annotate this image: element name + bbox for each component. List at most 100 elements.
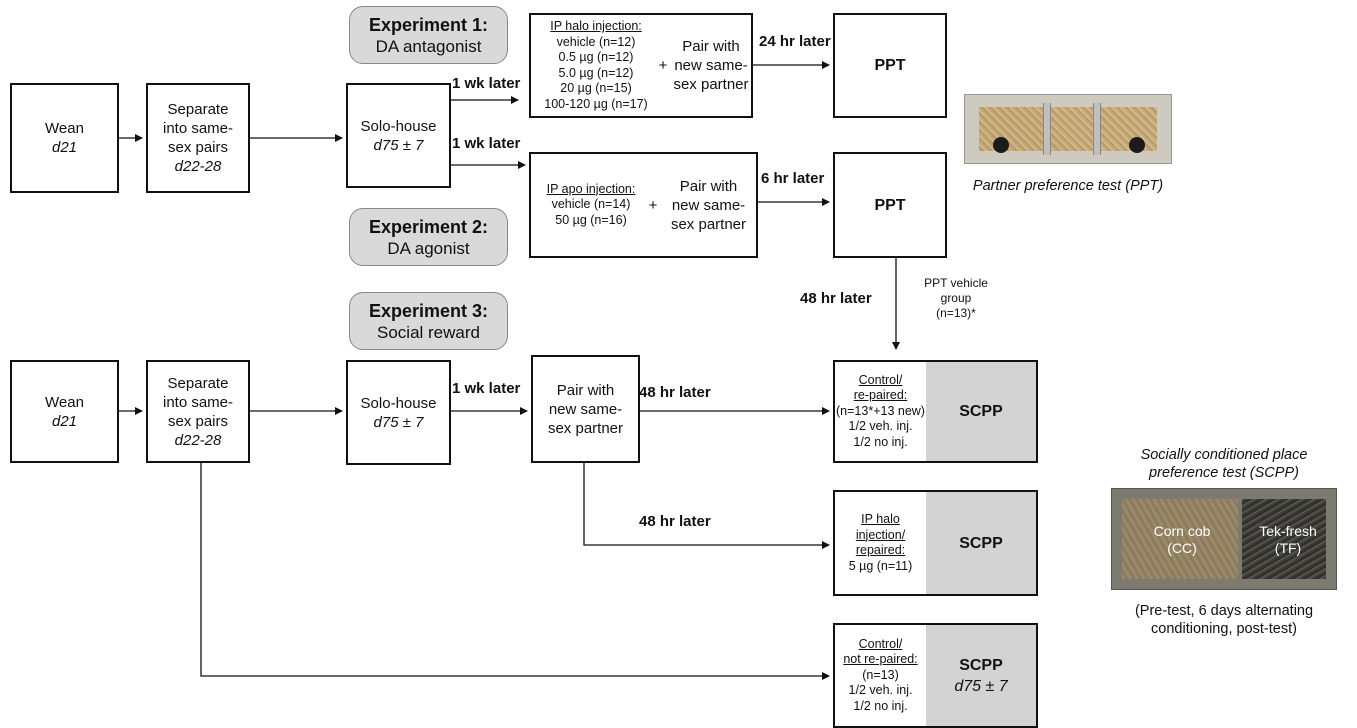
solo-house-label: Solo-house bbox=[360, 117, 437, 135]
protocol-caption-line: (Pre-test, 6 days alternating bbox=[1134, 603, 1314, 619]
scpp-header: not re-paired: bbox=[843, 652, 918, 667]
24-hr-later-label: 24 hr later bbox=[759, 33, 831, 50]
ppt-box-1: PPT bbox=[833, 13, 947, 118]
experiment-3-subtitle: Social reward bbox=[377, 322, 480, 342]
ppt-vehicle-line: PPT vehicle bbox=[924, 276, 988, 290]
scpp-header: Control/ bbox=[858, 372, 903, 387]
scpp-label: SCPP bbox=[959, 656, 1003, 674]
scpp-condition: IP halo injection/ repaired: 5 µg (n=11) bbox=[835, 492, 926, 594]
corn-cob-line: (CC) bbox=[1167, 540, 1197, 556]
one-week-later-row2-label: 1 wk later bbox=[452, 380, 521, 397]
scpp-line: 1/2 veh. inj. bbox=[848, 419, 913, 434]
halo-dose-list: IP halo injection: vehicle (n=12) 0.5 µg… bbox=[537, 19, 655, 112]
scpp-caption: Socially conditioned place preference te… bbox=[1108, 446, 1340, 482]
halo-dose: 20 µg (n=15) bbox=[560, 81, 632, 95]
scpp-line: (n=13*+13 new) bbox=[836, 403, 925, 418]
wean-box-row1: Wean d21 bbox=[10, 83, 119, 193]
separate-days: d22-28 bbox=[174, 431, 222, 449]
apo-dose: vehicle (n=14) bbox=[551, 197, 631, 212]
scpp-condition: Control/ not re-paired: (n=13) 1/2 veh. … bbox=[835, 625, 926, 726]
pair-line: Pair with bbox=[556, 381, 615, 399]
scpp-condition: Control/ re-paired: (n=13*+13 new) 1/2 v… bbox=[835, 362, 926, 461]
halo-dose: 100-120 µg (n=17) bbox=[544, 96, 648, 111]
ppt-caption: Partner preference test (PPT) bbox=[972, 178, 1164, 194]
pair-line: Pair with bbox=[679, 177, 738, 195]
pair-box-row2: Pair with new same- sex partner bbox=[531, 355, 640, 463]
experiment-1-title: Experiment 1: bbox=[368, 14, 489, 35]
ppt-label: PPT bbox=[874, 196, 906, 214]
scpp-caption-line: Socially conditioned place bbox=[1140, 447, 1308, 463]
scpp-halo-repaired-box: IP halo injection/ repaired: 5 µg (n=11)… bbox=[833, 490, 1038, 596]
ppt-box-2: PPT bbox=[833, 152, 947, 258]
pair-text: Pair with new same- sex partner bbox=[671, 37, 751, 94]
experiment-2-title: Experiment 2: bbox=[368, 216, 489, 237]
scpp-test-cell: SCPP bbox=[926, 362, 1036, 461]
pair-text: Pair with new same- sex partner bbox=[661, 177, 756, 234]
separate-line2: into same- bbox=[162, 393, 234, 411]
plus-sign: + bbox=[648, 196, 658, 214]
apo-dose: 50 µg (n=16) bbox=[555, 212, 627, 227]
scpp-line: 5 µg (n=11) bbox=[848, 558, 913, 573]
pair-line: sex partner bbox=[673, 76, 749, 93]
experiment-2-label: Experiment 2: DA agonist bbox=[349, 208, 508, 266]
separate-line3: sex pairs bbox=[167, 412, 229, 430]
ppt-apparatus-photo bbox=[964, 94, 1172, 164]
separate-box-row2: Separate into same- sex pairs d22-28 bbox=[146, 360, 250, 463]
pair-line: sex partner bbox=[547, 419, 624, 437]
6-hr-later-label: 6 hr later bbox=[761, 170, 825, 187]
halo-dose: 0.5 µg (n=12) bbox=[558, 50, 634, 64]
separate-days: d22-28 bbox=[174, 158, 222, 175]
pair-line: new same- bbox=[548, 400, 623, 418]
scpp-header: re-paired: bbox=[853, 388, 908, 403]
solo-house-day: d75 ± 7 bbox=[373, 136, 424, 154]
separate-box-row1: Separate into same- sex pairs d22-28 bbox=[146, 83, 250, 193]
scpp-line: 1/2 no inj. bbox=[853, 698, 908, 713]
halo-header: IP halo injection: bbox=[550, 19, 642, 33]
tek-fresh-label: Tek-fresh (TF) bbox=[1246, 523, 1330, 557]
scpp-label: SCPP bbox=[959, 403, 1003, 420]
separate-line2: into same- bbox=[162, 120, 234, 137]
scpp-test-cell: SCPP d75 ± 7 bbox=[926, 625, 1036, 726]
experiment-3-label: Experiment 3: Social reward bbox=[349, 292, 508, 350]
corn-cob-line: Corn cob bbox=[1153, 523, 1211, 539]
solo-house-box-row1: Solo-house d75 ± 7 bbox=[346, 83, 451, 188]
scpp-line: 1/2 veh. inj. bbox=[848, 683, 913, 698]
one-week-later-top-label: 1 wk later bbox=[452, 75, 521, 92]
tek-fresh-line: Tek-fresh bbox=[1259, 523, 1317, 539]
experiment-1-label: Experiment 1: DA antagonist bbox=[349, 6, 508, 64]
solo-house-day: d75 ± 7 bbox=[373, 413, 424, 431]
48-hr-later-vertical-label: 48 hr later bbox=[800, 290, 872, 307]
wean-day: d21 bbox=[51, 139, 78, 156]
solo-house-label: Solo-house bbox=[360, 394, 437, 412]
scpp-line: 1/2 no inj. bbox=[853, 434, 908, 449]
ppt-vehicle-line: (n=13)* bbox=[936, 306, 976, 320]
separate-line1: Separate bbox=[167, 374, 229, 392]
scpp-day: d75 ± 7 bbox=[954, 677, 1008, 695]
scpp-header: repaired: bbox=[855, 543, 906, 557]
halo-injection-box: IP halo injection: vehicle (n=12) 0.5 µg… bbox=[529, 13, 753, 118]
separate-line1: Separate bbox=[167, 101, 229, 118]
tek-fresh-line: (TF) bbox=[1274, 540, 1302, 556]
48-hr-later-a-label: 48 hr later bbox=[639, 384, 711, 401]
corn-cob-label: Corn cob (CC) bbox=[1132, 523, 1232, 557]
ppt-vehicle-line: group bbox=[940, 291, 972, 305]
apo-header: IP apo injection: bbox=[546, 181, 636, 196]
pair-line: new same- bbox=[671, 196, 746, 214]
pair-line: Pair with bbox=[682, 38, 740, 55]
wean-box-row2: Wean d21 bbox=[10, 360, 119, 463]
separate-line3: sex pairs bbox=[167, 139, 229, 156]
protocol-caption: (Pre-test, 6 days alternating conditioni… bbox=[1104, 602, 1344, 638]
wean-day: d21 bbox=[51, 412, 78, 430]
experiment-1-subtitle: DA antagonist bbox=[375, 36, 482, 56]
experiment-2-subtitle: DA agonist bbox=[387, 238, 470, 258]
scpp-apparatus-photo: Corn cob (CC) Tek-fresh (TF) bbox=[1111, 488, 1337, 590]
apo-dose-list: IP apo injection: vehicle (n=14) 50 µg (… bbox=[537, 182, 645, 229]
scpp-header: Control/ bbox=[858, 636, 903, 651]
ppt-vehicle-group-label: PPT vehicle group (n=13)* bbox=[906, 276, 1006, 321]
halo-dose: vehicle (n=12) bbox=[556, 34, 636, 49]
scpp-control-not-repaired-box: Control/ not re-paired: (n=13) 1/2 veh. … bbox=[833, 623, 1038, 728]
plus-sign: + bbox=[658, 57, 668, 74]
scpp-caption-line: preference test (SCPP) bbox=[1149, 465, 1299, 481]
scpp-header: IP halo injection/ bbox=[855, 512, 906, 542]
